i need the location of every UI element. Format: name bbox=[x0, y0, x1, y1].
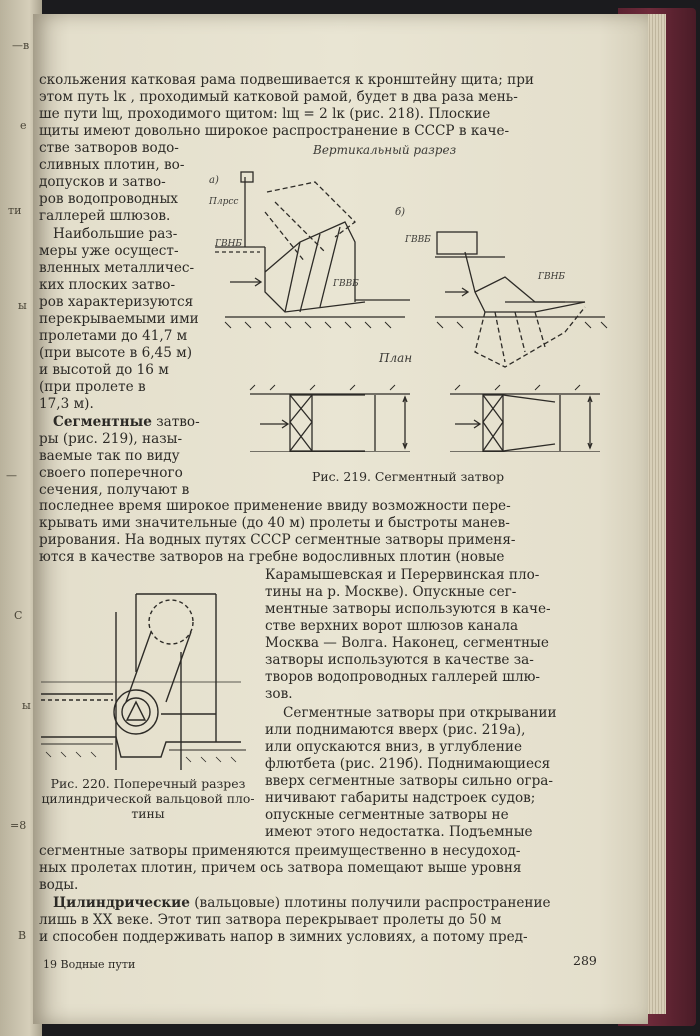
facing-page-text: В bbox=[18, 929, 27, 942]
text-line: воды. bbox=[39, 877, 79, 893]
text-line: (при высоте в 6,45 м) bbox=[39, 345, 193, 361]
text-line: щиты имеют довольно широкое распростране… bbox=[39, 123, 510, 139]
facing-page-text: —в bbox=[12, 39, 30, 52]
text-line: своего поперечного bbox=[39, 465, 183, 481]
text-line: Наибольшие раз- bbox=[53, 226, 178, 242]
text-line: вверх сегментные затворы сильно огра- bbox=[265, 773, 553, 789]
text-line: сечения, получают в bbox=[39, 482, 190, 498]
text-line: Сегментные затво- bbox=[53, 414, 200, 431]
figure-220-caption: Рис. 220. Поперечный разрез цилиндрическ… bbox=[41, 776, 255, 821]
text-line: допусков и затво- bbox=[39, 174, 166, 190]
text-line: и высотой до 16 м bbox=[39, 362, 169, 378]
text-line: стве верхних ворот шлюзов канала bbox=[265, 618, 519, 634]
facing-page-text: — bbox=[6, 469, 17, 482]
figure-219-drawing bbox=[215, 171, 608, 452]
text-line: (при пролете в bbox=[39, 379, 146, 395]
text-line: перекрываемыми ими bbox=[39, 311, 199, 327]
text-line: сливных плотин, во- bbox=[39, 157, 185, 173]
text-fragment: (вальцовые) плотины получили распростран… bbox=[194, 895, 551, 911]
text-fragment: затво- bbox=[156, 414, 200, 430]
facing-page-text: =8 bbox=[10, 819, 27, 832]
text-line: имеют этого недостатка. Подъемные bbox=[265, 824, 533, 840]
text-line: ров характеризуются bbox=[39, 294, 194, 310]
text-line: Цилиндрические (вальцовые) плотины получ… bbox=[53, 895, 551, 912]
text-line: ментные затворы используются в каче- bbox=[265, 601, 551, 617]
text-line: лишь в XX веке. Этот тип затвора перекры… bbox=[39, 912, 502, 928]
figure-219-label: ГВВБ bbox=[333, 279, 359, 289]
text-line: сегментные затворы применяются преимущес… bbox=[39, 843, 521, 859]
facing-page-text: С bbox=[14, 609, 23, 622]
text-line: Москва — Волга. Наконец, сегментные bbox=[265, 635, 549, 651]
facing-page-text: е bbox=[20, 119, 27, 132]
text-line: Карамышевская и Перервинская пло- bbox=[265, 567, 540, 583]
text-line: ше пути lщ, проходимого щитом: lщ = 2 lк… bbox=[39, 106, 491, 122]
text-line: ров водопроводных bbox=[39, 191, 178, 207]
figure-220-caption-line: тины bbox=[131, 806, 165, 821]
text-line: затворы используются в качестве за- bbox=[265, 652, 534, 668]
text-line: ются в качестве затворов на гребне водос… bbox=[39, 549, 505, 565]
figure-219-caption: Рис. 219. Сегментный затвор bbox=[311, 469, 504, 484]
text-line: ваемые так по виду bbox=[39, 448, 180, 464]
figure-219-label: Плрсс bbox=[209, 197, 239, 207]
figure-219-label: ГВНБ bbox=[538, 272, 566, 282]
facing-page-text: ти bbox=[8, 204, 22, 217]
bold-term: Сегментные bbox=[53, 414, 152, 430]
text-line: ких плоских затво- bbox=[39, 277, 176, 293]
figure-220-caption-line: Рис. 220. Поперечный разрез bbox=[50, 776, 246, 791]
bold-term: Цилиндрические bbox=[53, 895, 190, 911]
text-line: 17,3 м). bbox=[39, 396, 94, 412]
figure-220-drawing bbox=[41, 593, 246, 770]
text-line: и способен поддерживать напор в зимних у… bbox=[39, 929, 528, 945]
text-line: последнее время широкое применение ввиду… bbox=[39, 498, 511, 514]
figure-219-title: Вертикальный разрез bbox=[313, 143, 457, 157]
facing-page-text: ы bbox=[18, 299, 27, 312]
text-line: ных пролетах плотин, причем ось затвора … bbox=[39, 860, 522, 876]
figure-219-label: а) bbox=[209, 175, 219, 186]
figure-219-label: б) bbox=[395, 207, 406, 218]
figure-219-plan-title: План bbox=[379, 351, 413, 365]
book-page: скольжения катковая рама подвешивается к… bbox=[33, 14, 648, 1024]
figure-219-label: ГВНБ bbox=[215, 239, 243, 249]
signature-mark: 19 Водные пути bbox=[43, 958, 136, 971]
text-line: крывать ими значительные (до 40 м) проле… bbox=[39, 515, 510, 531]
text-line: зов. bbox=[265, 686, 293, 702]
text-line: галлерей шлюзов. bbox=[39, 208, 171, 224]
text-line: Сегментные затворы при открывании bbox=[283, 705, 557, 721]
text-line: или поднимаются вверх (рис. 219а), bbox=[265, 722, 526, 738]
facing-page-text: ы bbox=[22, 699, 31, 712]
text-line: или опускаются вниз, в углубление bbox=[265, 739, 522, 755]
text-line: флютбета (рис. 219б). Поднимающиеся bbox=[265, 756, 551, 772]
figure-220-caption-line: цилиндрической вальцовой пло- bbox=[41, 791, 255, 806]
text-line: вленных металличес- bbox=[39, 260, 195, 276]
text-line: этом путь lк , проходимый катковой рамой… bbox=[39, 89, 518, 105]
text-line: ры (рис. 219), назы- bbox=[39, 431, 183, 447]
text-line: опускные сегментные затворы не bbox=[265, 807, 509, 823]
text-line: пролетами до 41,7 м bbox=[39, 328, 188, 344]
text-line: ничивают габариты надстроек судов; bbox=[265, 790, 536, 806]
figure-219-label: ГВВБ bbox=[405, 235, 431, 245]
text-line: творов водопроводных галлерей шлю- bbox=[265, 669, 541, 685]
page-number: 289 bbox=[573, 953, 597, 968]
text-line: стве затворов водо- bbox=[39, 140, 179, 156]
text-line: рирования. На водных путях СССР сегментн… bbox=[39, 532, 516, 548]
text-line: скольжения катковая рама подвешивается к… bbox=[39, 72, 534, 88]
text-line: тины на р. Москве). Опускные сег- bbox=[265, 584, 517, 600]
text-line: меры уже осущест- bbox=[39, 243, 179, 259]
